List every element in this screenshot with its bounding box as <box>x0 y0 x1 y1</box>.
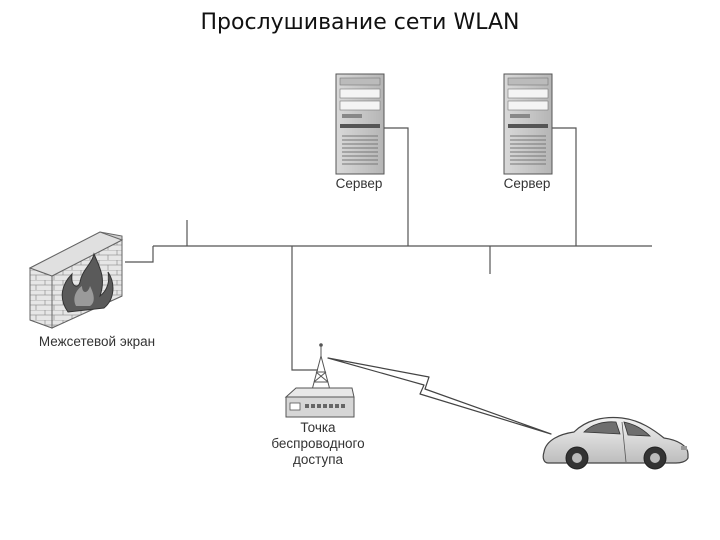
access-point-label-line2: беспроводного <box>271 436 364 451</box>
server1-link <box>383 127 409 246</box>
server2-link <box>552 127 577 246</box>
firewall-label: Межсетевой экран <box>39 334 155 349</box>
ap-link <box>291 246 318 371</box>
network-cabling <box>125 127 652 371</box>
firewall-link <box>125 246 154 263</box>
server1-label: Сервер <box>336 176 383 191</box>
server2-label: Сервер <box>504 176 551 191</box>
car-icon <box>542 416 689 470</box>
firewall-icon <box>28 231 124 329</box>
lightning-icon <box>327 357 552 435</box>
access-point-label-line1: Точка <box>300 420 336 435</box>
server-icon <box>335 73 385 175</box>
access-point-icon <box>284 343 355 418</box>
server-icon <box>503 73 553 175</box>
diagram-title: Прослушивание сети WLAN <box>200 10 520 35</box>
access-point-label-line3: доступа <box>293 452 344 467</box>
